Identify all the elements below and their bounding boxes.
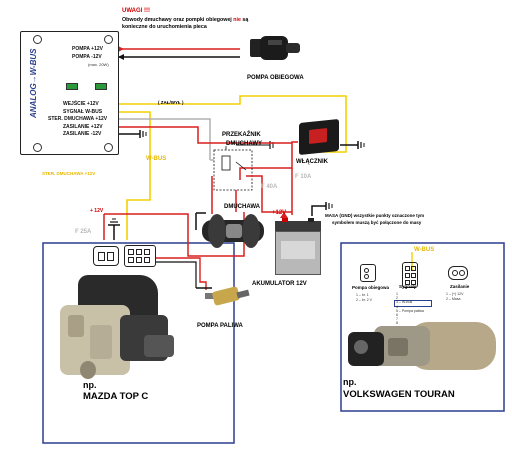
vw-col2-line-1: 1 — [396, 292, 398, 296]
pin-pompa-plus: POMPA +12V — [72, 46, 103, 52]
warning-line-2: konieczne do uruchomienia pieca — [122, 24, 207, 30]
heater-plus12-label: + 12V — [90, 208, 104, 214]
vw-col3-title: Zasilanie — [450, 284, 470, 289]
vw-wbus-highlight — [394, 300, 432, 307]
vw-heater-image — [348, 318, 498, 378]
mount-hole-top-right — [104, 35, 113, 44]
vw-np-label: np. — [343, 377, 357, 387]
wbus-wire-label: W-BUS — [146, 156, 167, 162]
warning-line-1-post: są — [240, 17, 249, 23]
pin-sygnal-wbus: SYGNAŁ W-BUS — [63, 109, 103, 115]
ster-dmuchawa-wire-label: STER. DMUCHAWA +12V — [42, 171, 96, 176]
vw-pump-connector — [360, 264, 376, 282]
mount-hole-bottom — [33, 143, 42, 152]
vw-model-label: VOLKSWAGEN TOURAN — [343, 389, 455, 400]
circulation-pump-image — [250, 36, 300, 60]
vw-col2-title: Sygnały — [399, 284, 417, 289]
pin-pompa-minus: POMPA -12V — [72, 54, 102, 60]
module-name: ANALOG — [29, 83, 38, 118]
pin-zasilanie-minus: ZASILANIE -12V — [63, 131, 102, 137]
dmuchawy-label: DMUCHAWY — [226, 141, 262, 147]
pin-zasilanie-plus: ZASILANIE +12V — [63, 124, 103, 130]
warning-title: UWAGI !!! — [122, 8, 150, 14]
vw-col2-line-3: 3 – W-Bus — [396, 300, 413, 304]
fuel-pump-image — [205, 286, 250, 306]
vw-col2-line-7: 7 — [396, 317, 398, 321]
dmuchawa-label: DMUCHAWA — [224, 204, 260, 210]
mount-hole-bottom-right — [104, 143, 113, 152]
battery-plus12-label: +12V — [272, 210, 287, 216]
analog-module — [20, 31, 119, 155]
mount-hole-top — [33, 35, 42, 44]
vw-wbus-label: W-BUS — [414, 247, 435, 253]
vw-col1-title: Pompa obiegowa — [352, 285, 390, 290]
vw-col2-line-4: 4 — [396, 305, 398, 309]
wlacznik-label: WŁĄCZNIK — [296, 159, 328, 165]
zal-wyl-label: ( ZAŁ/WYŁ ) — [158, 100, 184, 105]
module-arrow: → — [29, 75, 38, 84]
warning-line-1-pre: Obwody dmuchawy oraz pompki obiegowej — [122, 17, 234, 23]
fuse-f25a: F 25A — [75, 229, 92, 235]
vw-col1-line-2: 2 – br. 2 V — [356, 298, 372, 302]
warning-line-1: Obwody dmuchawy oraz pompki obiegowej ni… — [122, 17, 248, 23]
battery-image — [275, 218, 321, 275]
mazda-model-label: MAZDA TOP C — [83, 391, 149, 402]
warning-line-1-em: nie — [233, 17, 241, 23]
switch-image — [299, 118, 339, 156]
mazda-heater-image — [60, 275, 178, 385]
pin-ster-dmuchawa: STER. DMUCHAWA +12V — [48, 116, 108, 122]
vw-col1-line-1: 1 – br. 1 — [356, 293, 369, 297]
mazda-panel-border — [42, 242, 235, 444]
przekaznik-label: PRZEKAŹNIK — [222, 132, 261, 138]
mazda-np-label: np. — [83, 380, 97, 390]
vw-panel-border — [340, 242, 505, 412]
vw-col2-line-2: 2 — [396, 296, 398, 300]
heater-signal-connector — [124, 245, 156, 267]
led-left — [66, 83, 78, 90]
vw-col2-line-5: 5 – Pompa paliwa — [396, 309, 424, 313]
vw-col2-line-6: 6 — [396, 313, 398, 317]
masa-note-line-2: symbolem muszą być połączone do masy — [332, 220, 422, 225]
module-bus: W-BUS — [29, 48, 38, 76]
pompa-paliwa-label: POMPA PALIWA — [197, 323, 243, 329]
akumulator-label: AKUMULATOR 12V — [252, 281, 307, 287]
pompa-obiegowa-label: POMPA OBIEGOWA — [247, 75, 304, 81]
blower-image — [202, 214, 264, 248]
led-right — [95, 83, 107, 90]
vw-col3-line-2: 2 – Masa — [446, 297, 461, 301]
pin-pompa-note: (max. 20W) — [88, 62, 109, 67]
vw-col2-line-8: 8 — [396, 321, 398, 325]
module-logo: ANALOG→W-BUS — [29, 49, 45, 118]
vw-col3-line-1: 1 – (+) 12V — [446, 292, 464, 296]
vw-signal-connector — [402, 262, 418, 288]
heater-power-connector — [93, 246, 119, 266]
masa-note-line-1: MASA (GND) wszystkie punkty oznaczone ty… — [325, 213, 425, 218]
fuse-f10a: F 10A — [295, 174, 312, 180]
fuse-f40a: F 40A — [261, 184, 278, 190]
vw-power-connector — [448, 266, 468, 280]
pin-wejscie: WEJŚCIE +12V — [63, 101, 99, 107]
